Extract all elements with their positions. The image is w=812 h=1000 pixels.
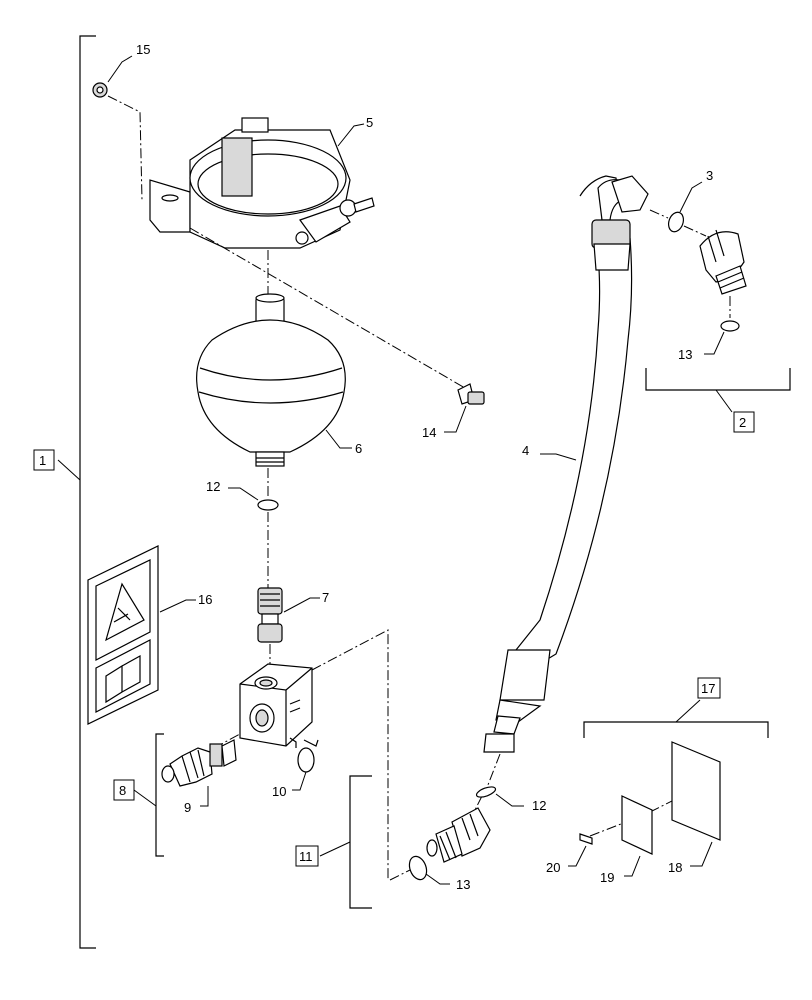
group-bracket-1: 1 [33,35,96,949]
o-ring-12-lower[interactable]: 12 [475,785,546,813]
decal-19[interactable]: 19 [600,795,653,885]
group-bracket-8: 8 [113,733,164,857]
callout-10[interactable]: 10 [272,784,286,799]
callout-15[interactable]: 15 [136,42,150,57]
callout-2[interactable]: 2 [739,415,746,430]
callout-11[interactable]: 11 [299,849,313,864]
callout-5[interactable]: 5 [366,115,373,130]
bolt-14[interactable]: 14 [422,383,485,440]
o-ring-13-upper[interactable]: 13 [678,320,740,362]
callout-1[interactable]: 1 [39,453,46,468]
callout-9[interactable]: 9 [184,800,191,815]
o-ring-13-lower[interactable]: 13 [389,854,470,892]
decal-20[interactable]: 20 [546,833,593,875]
decal-18[interactable]: 18 [668,741,721,875]
group-bracket-17: 17 [583,677,769,738]
callout-7[interactable]: 7 [322,590,329,605]
lower-elbow-fitting[interactable] [426,807,491,863]
callout-4[interactable]: 4 [522,443,529,458]
nut-15[interactable]: 15 [92,42,150,98]
valve-block[interactable] [239,663,313,747]
callout-14[interactable]: 14 [422,425,436,440]
callout-6[interactable]: 6 [355,441,362,456]
accumulator-6[interactable]: 6 [196,293,363,467]
upper-elbow-fitting[interactable] [699,229,747,295]
callout-13-upper[interactable]: 13 [678,347,692,362]
callout-13-lower[interactable]: 13 [456,877,470,892]
clamp-5[interactable]: 5 [149,115,375,249]
hose-4[interactable]: 4 [483,175,649,753]
callout-3[interactable]: 3 [706,168,713,183]
callout-8[interactable]: 8 [119,783,126,798]
callout-16[interactable]: 16 [198,592,212,607]
o-ring-10[interactable]: 10 [272,737,319,799]
callout-18[interactable]: 18 [668,860,682,875]
callout-12-upper[interactable]: 12 [206,479,220,494]
relief-valve-9[interactable]: 9 [161,739,237,815]
callout-17[interactable]: 17 [701,681,715,696]
callout-20[interactable]: 20 [546,860,560,875]
group-bracket-11: 11 [295,775,372,909]
warning-decal-16[interactable]: 16 [87,545,212,725]
group-bracket-2: 2 [645,368,791,433]
o-ring-12-upper[interactable]: 12 [206,479,279,511]
adapter-fitting-7[interactable]: 7 [257,587,329,643]
callout-12-lower[interactable]: 12 [532,798,546,813]
o-ring-3[interactable]: 3 [649,168,713,237]
callout-19[interactable]: 19 [600,870,614,885]
